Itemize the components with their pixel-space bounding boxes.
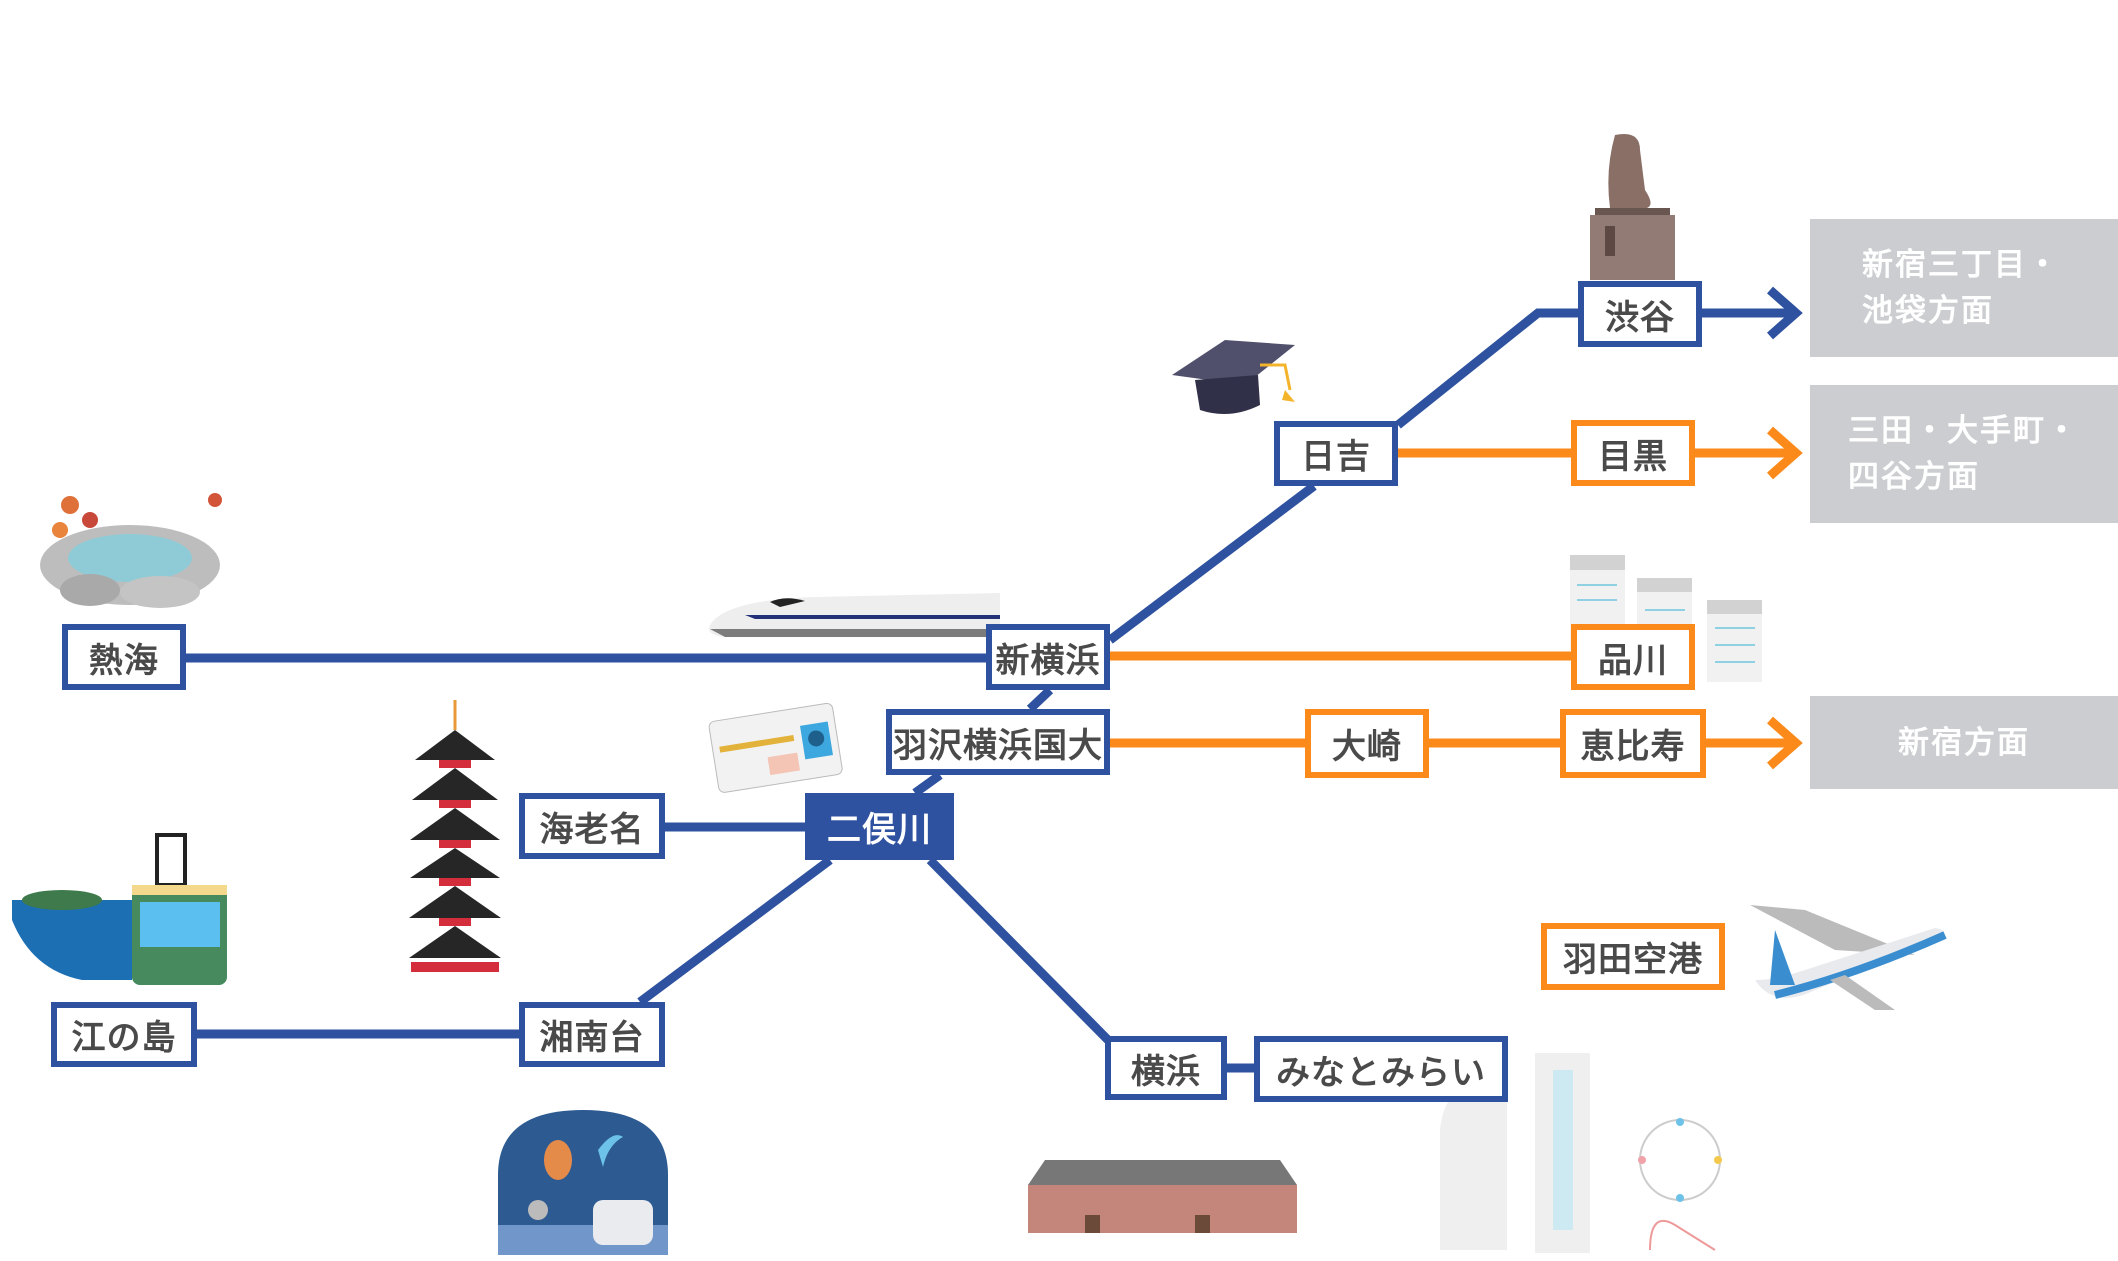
station-haneda-airport[interactable]: 羽田空港 — [1541, 923, 1725, 990]
station-atami[interactable]: 熱海 — [62, 624, 186, 690]
shinkansen-icon — [709, 593, 1000, 637]
destination-shinjuku: 新宿方面 — [1810, 696, 2118, 789]
planetarium-icon — [498, 1110, 668, 1255]
line-hiyoshi-shibuya — [1395, 308, 1578, 429]
station-ebina[interactable]: 海老名 — [519, 793, 665, 859]
line-futamatagawa-yokohama — [926, 856, 1112, 1044]
station-label: 品川 — [1598, 640, 1668, 681]
station-futamatagawa[interactable]: 二俣川 — [805, 793, 954, 860]
destination-mita-otemachi-yotsuya: 三田・大手町・ 四谷方面 — [1810, 385, 2118, 523]
enoden-train-icon — [12, 833, 227, 985]
station-minatomirai[interactable]: みなとみらい — [1254, 1036, 1508, 1102]
graduation-cap-icon — [1172, 340, 1295, 414]
station-label: 湘南台 — [539, 1018, 645, 1058]
line-shinyokohama-hiyoshi — [1107, 482, 1317, 644]
station-label: 渋谷 — [1605, 297, 1675, 338]
airplane-icon — [1750, 905, 1947, 1010]
arrow-meguro-icon — [1767, 426, 1803, 480]
station-label: 羽沢横浜国大 — [893, 725, 1103, 766]
station-label: 二俣川 — [827, 810, 932, 850]
red-brick-warehouse-icon — [1028, 1160, 1297, 1233]
station-label: 目黒 — [1598, 436, 1668, 477]
station-label: 恵比寿 — [1580, 727, 1686, 767]
station-label: 新横浜 — [995, 640, 1101, 681]
drivers-license-icon — [708, 702, 843, 793]
station-label: 羽田空港 — [1563, 940, 1703, 980]
station-label: 横浜 — [1131, 1051, 1201, 1092]
landmark-tower-icon — [1440, 1053, 1722, 1253]
station-shin-yokohama[interactable]: 新横浜 — [986, 624, 1110, 690]
destination-line: 新宿三丁目・ — [1862, 247, 2060, 283]
station-hazawa-yokohama-kokudai[interactable]: 羽沢横浜国大 — [886, 709, 1110, 775]
station-enoshima[interactable]: 江の島 — [51, 1002, 197, 1067]
destination-line: 三田・大手町・ — [1848, 413, 2079, 449]
station-label: みなとみらい — [1276, 1052, 1486, 1093]
station-label: 日吉 — [1301, 437, 1371, 477]
station-ebisu[interactable]: 恵比寿 — [1560, 709, 1706, 778]
arrow-ebisu-icon — [1767, 716, 1803, 770]
hot-spring-icon — [40, 493, 222, 608]
arrow-shibuya-icon — [1767, 286, 1803, 340]
station-shibuya[interactable]: 渋谷 — [1578, 281, 1702, 347]
station-meguro[interactable]: 目黒 — [1571, 420, 1695, 486]
station-yokohama[interactable]: 横浜 — [1105, 1036, 1227, 1100]
ferris-wheel-icon — [1638, 1118, 1722, 1251]
station-osaki[interactable]: 大崎 — [1305, 709, 1429, 778]
line-hazawa-futamatagawa — [912, 771, 943, 797]
station-label: 江の島 — [71, 1018, 177, 1058]
station-label: 大崎 — [1332, 727, 1402, 767]
hachiko-statue-icon — [1590, 134, 1675, 280]
line-futamatagawa-shonandai — [637, 856, 833, 1006]
station-shinagawa[interactable]: 品川 — [1571, 624, 1695, 690]
station-label: 海老名 — [539, 809, 645, 850]
station-shonandai[interactable]: 湘南台 — [519, 1002, 665, 1067]
destination-shinjuku-sanchome-ikebukuro: 新宿三丁目・ 池袋方面 — [1810, 219, 2118, 357]
pagoda-icon — [409, 700, 501, 972]
destination-line: 新宿方面 — [1898, 724, 2030, 761]
station-hiyoshi[interactable]: 日吉 — [1274, 421, 1398, 486]
destination-line: 池袋方面 — [1862, 293, 1994, 329]
line-shinyokohama-hazawa — [1026, 686, 1054, 713]
destination-line: 四谷方面 — [1848, 459, 1980, 495]
station-label: 熱海 — [89, 640, 159, 681]
